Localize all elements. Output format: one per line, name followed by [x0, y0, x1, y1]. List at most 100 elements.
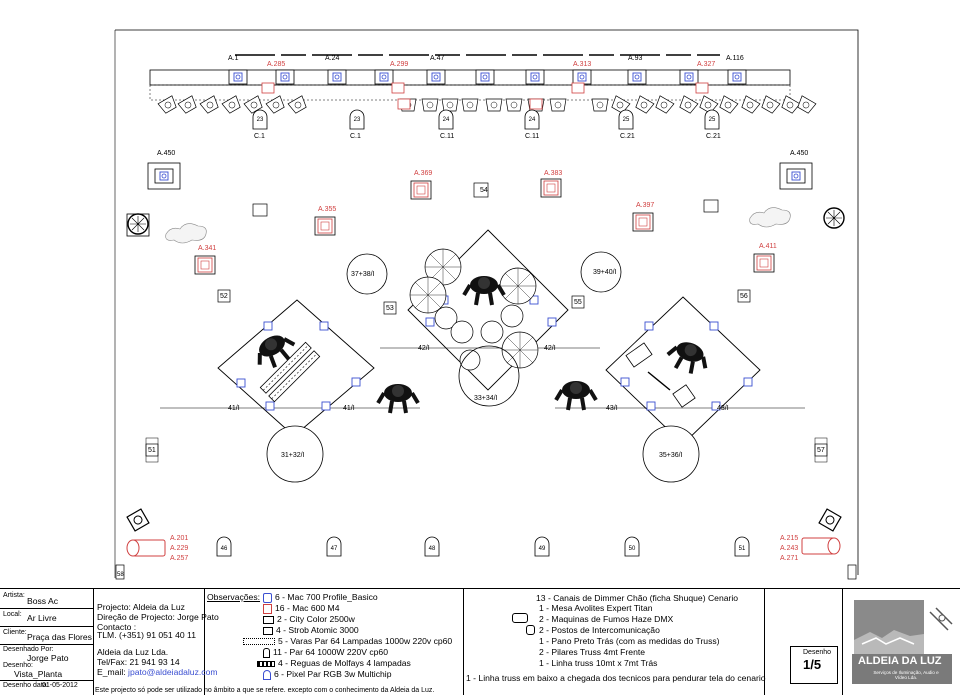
top-label: A.327: [697, 61, 716, 68]
company-email: E_mail: jpato@aldeiadaluz.com: [97, 667, 218, 678]
par-fixture: [177, 95, 199, 115]
data-value: 01-05-2012: [42, 682, 78, 689]
circuit-label: C.1: [254, 133, 265, 140]
equipment-item: 1 - Linha truss em baixo a chegada dos t…: [466, 673, 766, 683]
fixture-label: A.271: [780, 555, 799, 562]
fixture-label: A.369: [414, 170, 433, 177]
legend-item: 4 - Strob Atomic 3000: [263, 625, 359, 635]
floor-number: 48: [429, 546, 436, 552]
hang-number: 25: [709, 117, 716, 123]
fixture-label: A.450: [790, 150, 809, 157]
par-fixture: [461, 98, 479, 112]
local-value: Ar Livre: [27, 613, 57, 623]
mover-fixture: [679, 69, 699, 85]
mover-fixture: [327, 69, 347, 85]
mac600-fixture: [529, 98, 543, 110]
fixture-label: A.201: [170, 535, 189, 542]
mover-fixture: [627, 69, 647, 85]
mac600-icon: [263, 603, 272, 614]
mac600-fixture: [571, 82, 585, 94]
fixture-label: A.355: [318, 206, 337, 213]
par-fixture: [795, 95, 817, 115]
truss-label: 37+38/I: [351, 271, 375, 278]
fixture-label: A.229: [170, 545, 189, 552]
intercom-icon: [526, 625, 535, 635]
observacoes-title: Observações:: [207, 592, 261, 602]
legend-item: 16 - Mac 600 M4: [263, 603, 339, 614]
equipment-item: 1 - Linha truss 10mt x 7mt Trás: [539, 658, 658, 668]
fixture-label: A.397: [636, 202, 655, 209]
mac600-fixture: [397, 98, 411, 110]
divider: [764, 588, 765, 695]
truss-label: 42/I: [418, 345, 430, 352]
sheet-number: 1/5: [803, 657, 822, 672]
equipment-item: 1 - Mesa Avolites Expert Titan: [539, 603, 653, 613]
mac600-fixture: [695, 82, 709, 94]
hang-number: 25: [623, 117, 630, 123]
top-label: A.47: [430, 55, 445, 62]
project-name: Projecto: Aldeia da Luz: [97, 602, 185, 612]
circuit-label: C.1: [350, 133, 361, 140]
legend-item: 2 - City Color 2500w: [263, 614, 355, 624]
mac700-icon: [263, 592, 272, 603]
cliente-value: Praça das Flores: [27, 632, 92, 642]
desenhado-label: Desenhado Por:: [3, 646, 54, 653]
top-label: A.285: [267, 61, 286, 68]
par-fixture: [199, 95, 221, 115]
molefay-icon: [257, 660, 275, 667]
code-label: 53: [386, 305, 394, 312]
hang-number: 23: [354, 117, 361, 123]
code-label: 55: [574, 299, 582, 306]
code-label: 51: [148, 447, 156, 454]
floor-number: 50: [629, 546, 636, 552]
pixel-par-icon: [263, 669, 271, 680]
par-fixture: [157, 95, 179, 115]
city-color-icon: [263, 615, 274, 624]
truss-label: 41/I: [343, 405, 355, 412]
top-label: A.313: [573, 61, 592, 68]
cliente-label: Cliente:: [3, 629, 27, 636]
par-fixture: [591, 98, 609, 112]
floor-number: 47: [331, 546, 338, 552]
desenho-label: Desenho:: [3, 662, 33, 669]
titleblock-top-rule: [0, 588, 960, 589]
top-label: A.299: [390, 61, 409, 68]
divider: [93, 588, 94, 695]
legend-item: 6 - Pixel Par RGB 3w Multichip: [263, 669, 391, 680]
equipment-item: 13 - Canais de Dimmer Chão (ficha Shuque…: [536, 593, 739, 603]
truss-label: 33+34/I: [474, 395, 498, 402]
email-label: E_mail:: [97, 667, 129, 677]
circuit-label: C.11: [440, 133, 455, 140]
par64-icon: [263, 647, 270, 658]
sheet-label: Desenho: [803, 649, 832, 656]
mover-fixture: [275, 69, 295, 85]
par-fixture: [739, 95, 761, 115]
floor-number: 46: [221, 546, 228, 552]
divider: [463, 588, 464, 695]
code-label: 58: [117, 572, 124, 578]
legend-item: 5 - Varas Par 64 Lampadas 1000w 220v cp6…: [243, 636, 452, 646]
local-label: Local:: [3, 611, 22, 618]
fixture-label: A.257: [170, 555, 189, 562]
legend-item: 6 - Mac 700 Profile_Basico: [263, 592, 378, 603]
mover-fixture: [228, 69, 248, 85]
equipment-item: 2 - Maquinas de Fumos Haze DMX: [539, 614, 674, 624]
divider: [842, 588, 843, 695]
mover-fixture: [572, 69, 592, 85]
par-fixture: [779, 95, 801, 115]
mover-fixture: [475, 69, 495, 85]
par-fixture: [633, 95, 655, 115]
truss-label: 35+36/I: [659, 452, 683, 459]
company-telfax: Tel/Fax: 21 941 93 14: [97, 657, 180, 667]
project-tlm: TLM. (+351) 91 051 40 11: [97, 630, 196, 640]
email-link[interactable]: jpato@aldeiadaluz.com: [128, 667, 218, 677]
circuit-label: C.21: [706, 133, 721, 140]
equipment-item: 2 - Pilares Truss 4mt Frente: [539, 647, 646, 657]
data-label: Desenho data:: [3, 682, 49, 689]
fixture-label: A.243: [780, 545, 799, 552]
floor-number: 51: [739, 546, 746, 552]
truss-label: 39+40/I: [593, 269, 617, 276]
equipment-item: 2 - Postos de Intercomunicação: [539, 625, 660, 635]
equipment-item: 1 - Pano Preto Trás (com as medidas do T…: [539, 636, 720, 646]
strobe-icon: [263, 626, 273, 635]
